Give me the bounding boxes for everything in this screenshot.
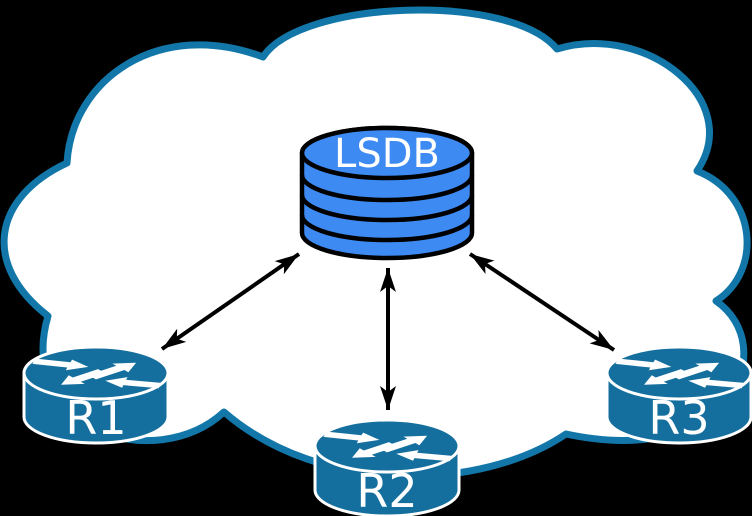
link-r3-lsdb: [468, 252, 616, 352]
lsdb-database-node: LSDB: [299, 125, 475, 261]
router-node-r3: R3: [605, 345, 752, 445]
link-r1-lsdb: [160, 252, 301, 351]
router-label: R1: [65, 391, 126, 445]
links-group: [160, 252, 616, 410]
database-disc-separator: [299, 214, 475, 243]
router-label: R2: [356, 464, 417, 516]
router-node-r2: R2: [313, 418, 461, 516]
database-cylinder-top-face: [299, 125, 475, 181]
database-label: LSDB: [334, 131, 440, 177]
router-node-r1: R1: [22, 345, 170, 445]
database-disc-separator: [299, 174, 475, 203]
database-disc-separator: [299, 194, 475, 223]
router-label: R3: [648, 391, 709, 445]
